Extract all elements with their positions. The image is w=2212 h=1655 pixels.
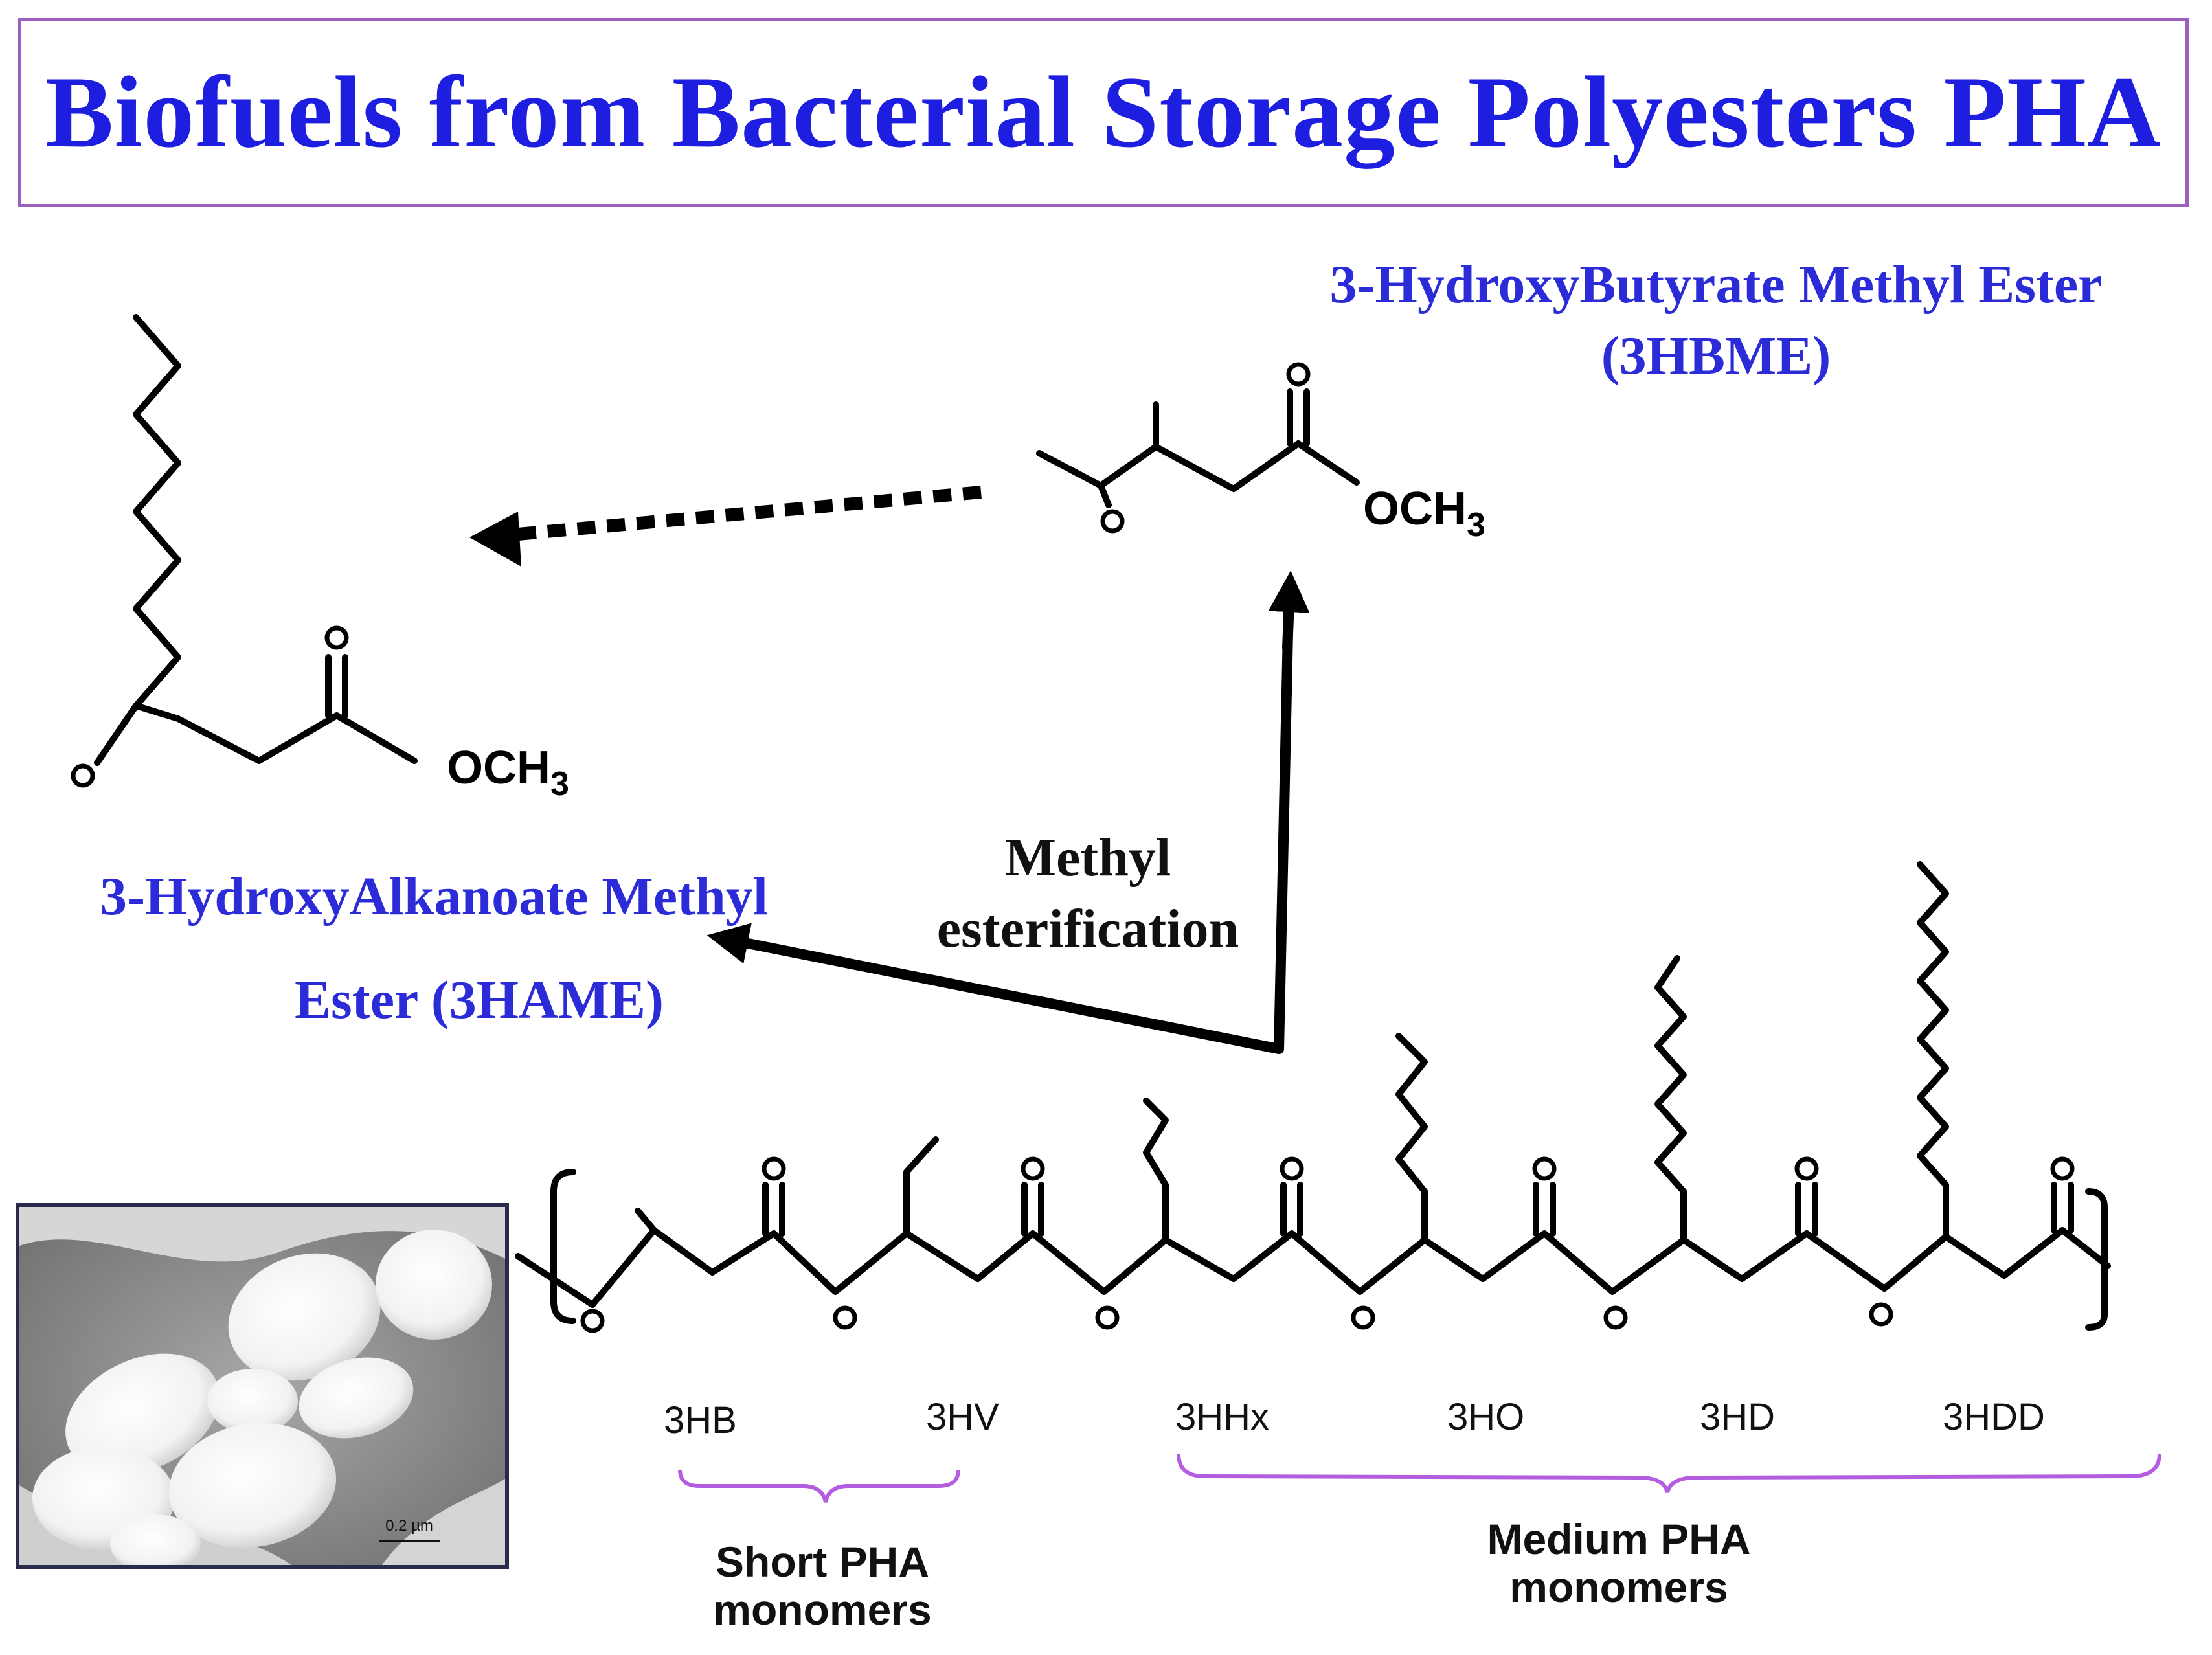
medium-group-bracket: [1177, 1453, 2161, 1493]
hame-alkyl-chain: [133, 314, 181, 709]
polymer-bracket-right: [2085, 1188, 2108, 1331]
side-chain-3hb: [635, 1208, 657, 1233]
oxygen-atom: [1021, 1156, 1045, 1181]
oxygen-atom: [2050, 1156, 2075, 1181]
side-chain-3hv: [903, 1136, 939, 1237]
arrow-to-hame: [706, 923, 1284, 1054]
monomer-label-3hhx: 3HHx: [1175, 1396, 1270, 1438]
pha-granule: [299, 1357, 414, 1439]
dashed-conversion-line: [517, 486, 982, 541]
oxygen-atom: [1603, 1305, 1628, 1330]
oxygen-atom: [71, 763, 95, 788]
oxygen-atom: [1532, 1156, 1557, 1181]
medium-group-label-line2: monomers: [1509, 1563, 1728, 1611]
oxygen-atom: [324, 625, 349, 650]
oxygen-atom: [762, 1156, 786, 1181]
title-box: Biofuels from Bacterial Storage Polyeste…: [18, 18, 2189, 207]
pha-granule: [110, 1514, 201, 1565]
short-group-bracket: [678, 1469, 960, 1503]
monomer-label-3hv: 3HV: [926, 1396, 999, 1438]
monomer-label-3hd: 3HD: [1700, 1396, 1776, 1438]
micrograph-svg: 0.2 µm: [19, 1207, 505, 1565]
hbme-och3-label: OCH3: [1363, 483, 1485, 544]
reaction-label: Methyl esterification: [861, 822, 1315, 965]
hame-oxygen-bond: [94, 703, 139, 766]
hame-name-line2: Ester (3HAME): [295, 970, 664, 1030]
pha-granule: [376, 1230, 492, 1340]
oxygen-atoms: [71, 362, 2075, 1333]
medium-group-label-line1: Medium PHA: [1487, 1515, 1751, 1563]
short-group-label-line2: monomers: [713, 1586, 932, 1634]
hame-backbone: [133, 703, 418, 764]
pha-carbonyl-bonds: [762, 1182, 2074, 1237]
side-chain-3ho: [1395, 1033, 1428, 1243]
micrograph-image: 0.2 µm: [16, 1203, 509, 1569]
pha-backbone: [515, 1227, 2111, 1308]
reaction-label-line2: esterification: [936, 899, 1239, 959]
hame-och3-label: OCH3: [447, 742, 569, 803]
oxygen-atom: [1869, 1302, 1893, 1327]
short-group-label: Short PHA monomers: [667, 1538, 978, 1634]
polymer-bracket-left: [550, 1169, 576, 1324]
oxygen-atom: [1095, 1305, 1120, 1330]
oxygen-atom: [1794, 1156, 1819, 1181]
oxygen-atom: [580, 1309, 605, 1333]
side-chain-3hhx: [1143, 1098, 1169, 1243]
hbme-backbone: [1036, 440, 1360, 492]
side-chain-3hd: [1654, 955, 1687, 1243]
monomer-label-3ho: 3HO: [1447, 1396, 1525, 1438]
arrow-to-hbme: [1268, 570, 1310, 653]
pha-granule: [65, 1353, 220, 1475]
scale-bar-label: 0.2 µm: [385, 1517, 433, 1535]
medium-group-label: Medium PHA monomers: [1450, 1515, 1787, 1611]
hame-name: 3-HydroxyAlkanoate Methyl Ester (3HAME): [39, 845, 829, 1052]
hbme-name: 3-HydroxyButyrate Methyl Ester (3HBME): [1250, 249, 2182, 392]
pha-granule: [168, 1423, 337, 1548]
hbme-oxygen-bond: [1098, 482, 1112, 508]
hbme-name-line2: (3HBME): [1601, 326, 1831, 386]
oxygen-atom: [833, 1305, 857, 1330]
pha-granule: [207, 1369, 298, 1434]
hbme-name-line1: 3-HydroxyButyrate Methyl Ester: [1329, 254, 2103, 315]
monomer-label-3hdd: 3HDD: [1943, 1396, 2045, 1438]
oxygen-atom: [1351, 1305, 1375, 1330]
side-chain-3hdd: [1917, 861, 1949, 1240]
short-group-label-line1: Short PHA: [716, 1538, 929, 1586]
hame-name-line1: 3-HydroxyAlkanoate Methyl: [99, 866, 769, 927]
page-title: Biofuels from Bacterial Storage Polyeste…: [45, 56, 2162, 169]
monomer-label-3hb: 3HB: [664, 1399, 737, 1441]
reaction-label-line1: Methyl: [1004, 828, 1171, 888]
oxygen-atom: [1286, 362, 1311, 387]
dashed-arrow-head: [469, 512, 521, 567]
oxygen-atom: [1280, 1156, 1304, 1181]
oxygen-atom: [1100, 509, 1125, 534]
pha-granule: [228, 1253, 381, 1381]
esterification-path: [1274, 597, 1294, 1054]
